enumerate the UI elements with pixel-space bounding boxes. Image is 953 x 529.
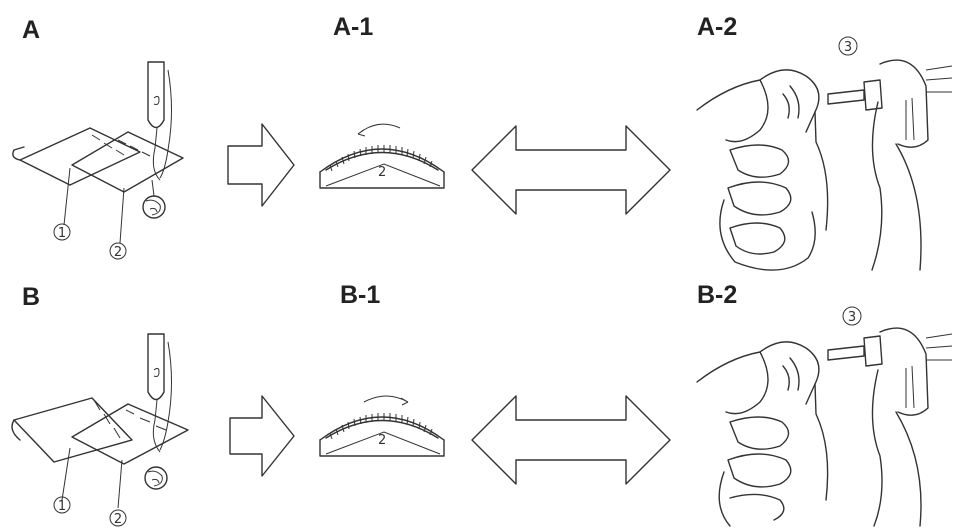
- double-arrow-icon: [471, 125, 671, 215]
- tension-gauge-a1: 2: [319, 123, 445, 189]
- gauge-scale-mark-a: 2: [378, 165, 386, 180]
- double-arrow-icon: [471, 395, 671, 485]
- svg-text:3: 3: [844, 40, 852, 55]
- callout-1-b: 1: [53, 496, 71, 514]
- tension-gauge-b1: 2: [319, 395, 445, 457]
- panel-a-label: A: [22, 16, 41, 44]
- panel-a2-label: A-2: [697, 13, 738, 41]
- fabric-illustration-b: [11, 333, 189, 509]
- callout-2-b: 2: [109, 509, 127, 527]
- callout-3-a: 3: [838, 36, 858, 56]
- panel-b-label: B: [22, 283, 41, 311]
- panel-b1-label: B-1: [340, 281, 381, 309]
- right-arrow-icon: [227, 123, 295, 207]
- panel-b2-label: B-2: [697, 281, 738, 309]
- svg-text:2: 2: [114, 245, 122, 260]
- svg-text:2: 2: [114, 512, 122, 527]
- right-arrow-icon: [229, 395, 295, 477]
- fabric-illustration-a: [12, 61, 184, 244]
- svg-text:1: 1: [58, 226, 66, 241]
- panel-a1-label: A-1: [333, 13, 374, 41]
- callout-1-a: 1: [53, 223, 71, 241]
- svg-text:3: 3: [848, 310, 856, 325]
- hand-illustration-b2: [696, 327, 953, 527]
- callout-3-b: 3: [842, 306, 862, 326]
- gauge-scale-mark-b: 2: [378, 433, 386, 448]
- callout-2-a: 2: [109, 242, 127, 260]
- svg-text:1: 1: [58, 499, 66, 514]
- hand-illustration-a2: [696, 59, 953, 271]
